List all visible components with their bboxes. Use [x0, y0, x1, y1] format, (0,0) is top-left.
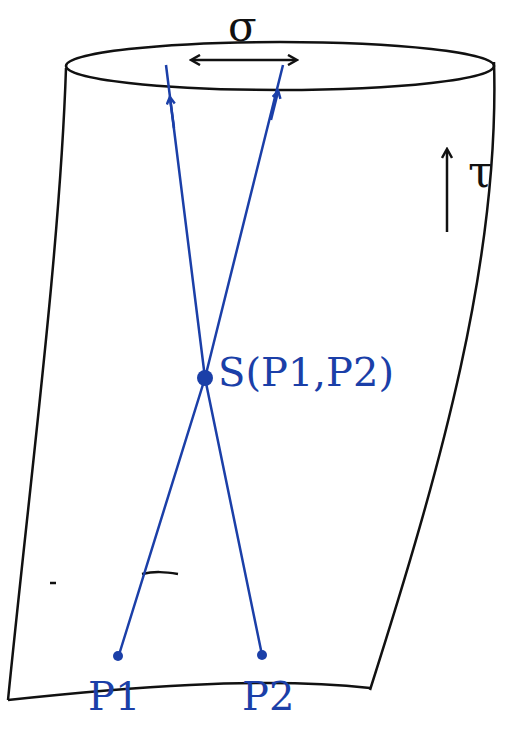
dimension-label: σ	[228, 6, 257, 48]
axis-label: τ	[468, 150, 492, 194]
vertex-label: S(P1,P2)	[218, 352, 394, 392]
momentum-label: P2	[242, 676, 294, 716]
momentum-label: P1	[88, 676, 140, 716]
